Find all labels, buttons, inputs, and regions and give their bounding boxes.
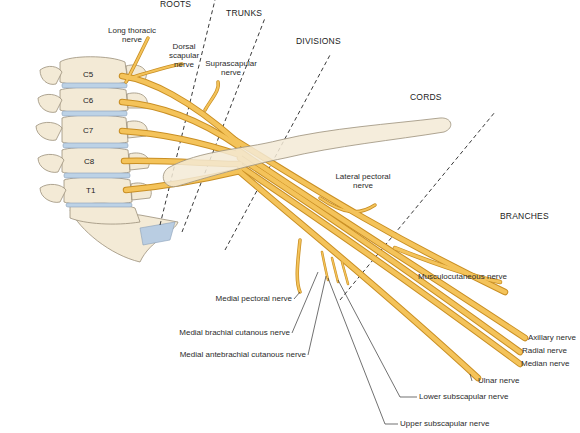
nerve-label: Suprascapular nerve xyxy=(200,59,262,77)
nerve-label: Axillary nerve xyxy=(528,333,580,342)
nerve-fibres xyxy=(122,38,525,378)
region-label: CORDS xyxy=(410,93,460,102)
nerve-label: Upper subscapular nerve xyxy=(400,419,510,428)
nerve-label: Lower subscapular nerve xyxy=(419,392,529,401)
vertebra-label: C6 xyxy=(83,96,103,105)
leader-lines xyxy=(292,272,472,424)
nerve-label: Musculocutaneous nerve xyxy=(418,272,528,281)
nerve-label: Medial antebrachial cutanous nerve xyxy=(130,350,306,359)
region-label: DIVISIONS xyxy=(296,37,366,46)
nerve-label: Median nerve xyxy=(521,359,579,368)
region-label: TRUNKS xyxy=(226,9,276,18)
nerve-label: Ulnar nerve xyxy=(478,376,538,385)
nerve-label: Long thoracic nerve xyxy=(104,26,160,44)
vertebra-label: T1 xyxy=(86,186,106,195)
nerve-outlines xyxy=(122,38,525,378)
nerve-label: Dorsal scapular nerve xyxy=(165,42,203,69)
pleura-shape xyxy=(140,222,175,245)
region-dividers xyxy=(160,0,495,300)
nerve-label: Medial brachial cutanous nerve xyxy=(140,328,290,337)
nerve-label: Lateral pectoral nerve xyxy=(328,172,398,190)
region-label: ROOTS xyxy=(160,0,200,9)
region-label: BRANCHES xyxy=(500,212,560,221)
nerve-label: Medial pectoral nerve xyxy=(170,294,292,303)
nerve-label: Radial nerve xyxy=(522,346,578,355)
vertebra-label: C8 xyxy=(84,157,104,166)
clavicle-bone xyxy=(163,118,451,187)
vertebra-label: C5 xyxy=(83,70,103,79)
vertebra-label: C7 xyxy=(83,126,103,135)
